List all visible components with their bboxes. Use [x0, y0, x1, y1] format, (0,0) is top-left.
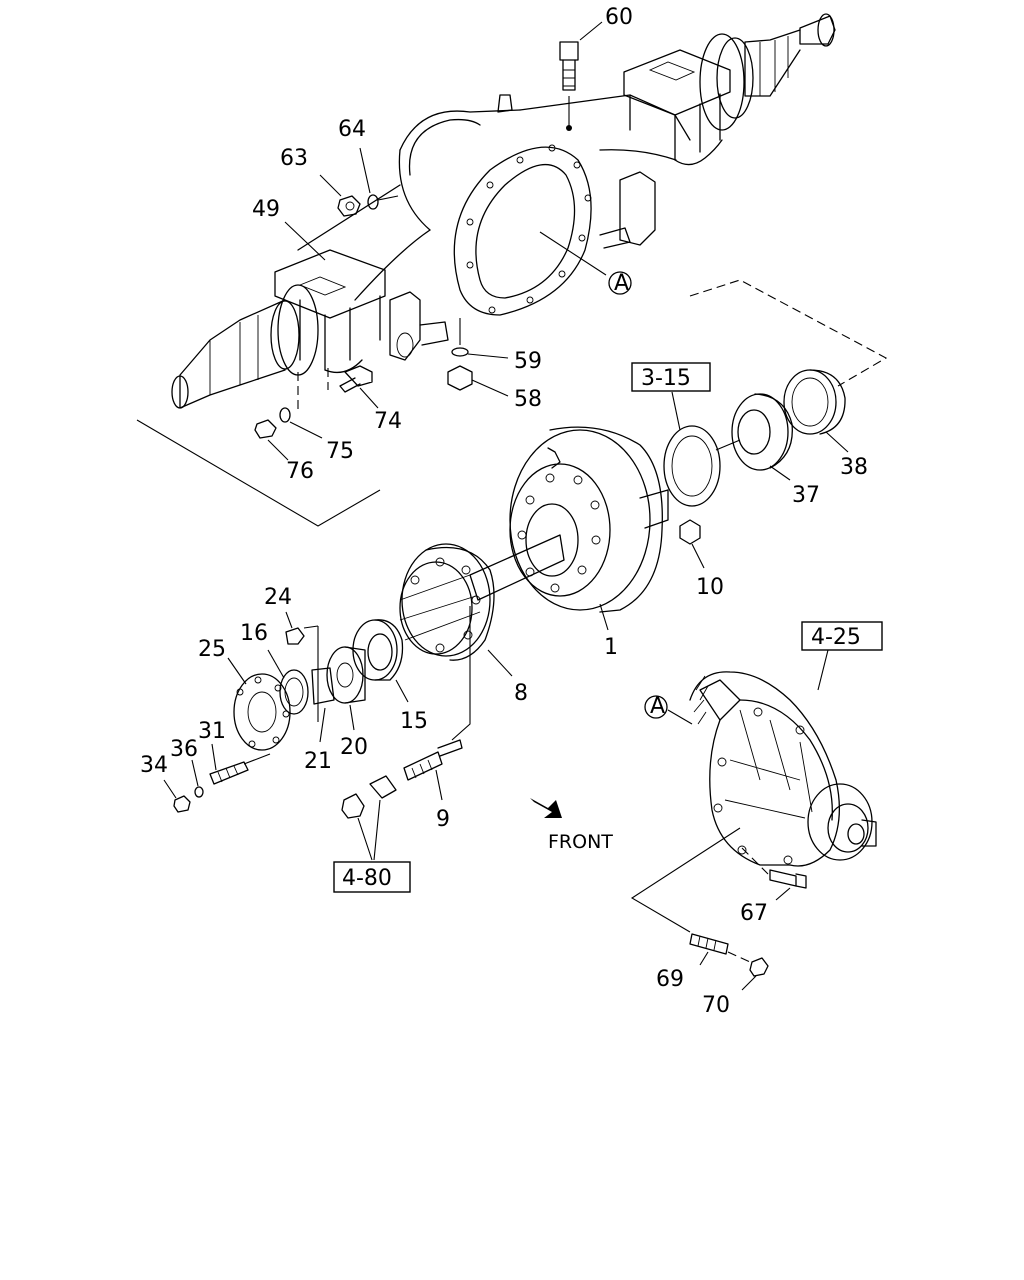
label-76: 76 — [286, 459, 314, 484]
front-arrow-icon — [530, 798, 562, 818]
callout-a-1 — [539, 231, 632, 295]
label-15: 15 — [400, 709, 428, 734]
bolt-24 — [285, 611, 305, 645]
wheel-stud-9 — [403, 739, 463, 801]
front-label: FRONT — [548, 831, 613, 853]
label-a-2: A — [650, 694, 665, 719]
label-70: 70 — [702, 993, 730, 1018]
label-69: 69 — [656, 967, 684, 992]
differential-carrier-4-25 — [689, 649, 877, 867]
label-8: 8 — [514, 681, 528, 706]
label-58: 58 — [514, 387, 542, 412]
label-67: 67 — [740, 901, 768, 926]
spacer-20-21 — [303, 625, 366, 743]
label-31: 31 — [198, 719, 226, 744]
label-9: 9 — [436, 807, 450, 832]
label-60: 60 — [605, 5, 633, 30]
bolts-74-76 — [254, 365, 379, 461]
label-59: 59 — [514, 349, 542, 374]
label-20: 20 — [340, 735, 368, 760]
ref-box-4-80: 4-80 — [333, 861, 411, 893]
callout-a-2 — [644, 695, 693, 725]
seal-38 — [783, 369, 849, 453]
ref-label-4-25: 4-25 — [811, 625, 861, 650]
label-75: 75 — [326, 439, 354, 464]
ref-box-4-25: 4-25 — [801, 621, 883, 651]
ref-box-3-15: 3-15 — [631, 362, 711, 392]
label-49: 49 — [252, 197, 280, 222]
seal-ring-3-15 — [663, 391, 721, 507]
nut-63-washer-64 — [319, 147, 399, 217]
label-37: 37 — [792, 483, 820, 508]
label-34: 34 — [140, 753, 168, 778]
label-16: 16 — [240, 621, 268, 646]
label-25: 25 — [198, 637, 226, 662]
label-74: 74 — [374, 409, 402, 434]
stud-31-nut-34 — [163, 743, 271, 813]
label-10: 10 — [696, 575, 724, 600]
label-21: 21 — [304, 749, 332, 774]
cover-25 — [227, 657, 291, 751]
ref-label-3-15: 3-15 — [641, 366, 691, 391]
nut-10 — [679, 519, 705, 569]
bolt-67 — [741, 847, 807, 901]
part-number-labels: 60 64 63 49 A 59 58 74 75 76 38 37 10 1 … — [140, 5, 868, 1018]
hub-8 — [399, 543, 513, 741]
ref-label-4-80: 4-80 — [342, 866, 392, 891]
label-24: 24 — [264, 585, 292, 610]
label-1: 1 — [604, 635, 618, 660]
leader-49 — [284, 221, 326, 261]
nut-58-washer-59 — [447, 318, 509, 397]
label-63: 63 — [280, 146, 308, 171]
brake-drum-1 — [509, 426, 669, 631]
label-a-1: A — [614, 271, 629, 296]
axle-shaft — [469, 534, 565, 601]
stud-69-nut-70 — [630, 827, 769, 991]
label-64: 64 — [338, 117, 366, 142]
label-36: 36 — [170, 737, 198, 762]
wheel-nuts-4-80 — [341, 775, 397, 861]
seal-16 — [267, 649, 309, 715]
axle-housing — [171, 13, 836, 409]
label-38: 38 — [840, 455, 868, 480]
group-brackets — [136, 279, 888, 527]
bearing-37 — [715, 393, 793, 481]
bolt-60 — [559, 21, 603, 131]
